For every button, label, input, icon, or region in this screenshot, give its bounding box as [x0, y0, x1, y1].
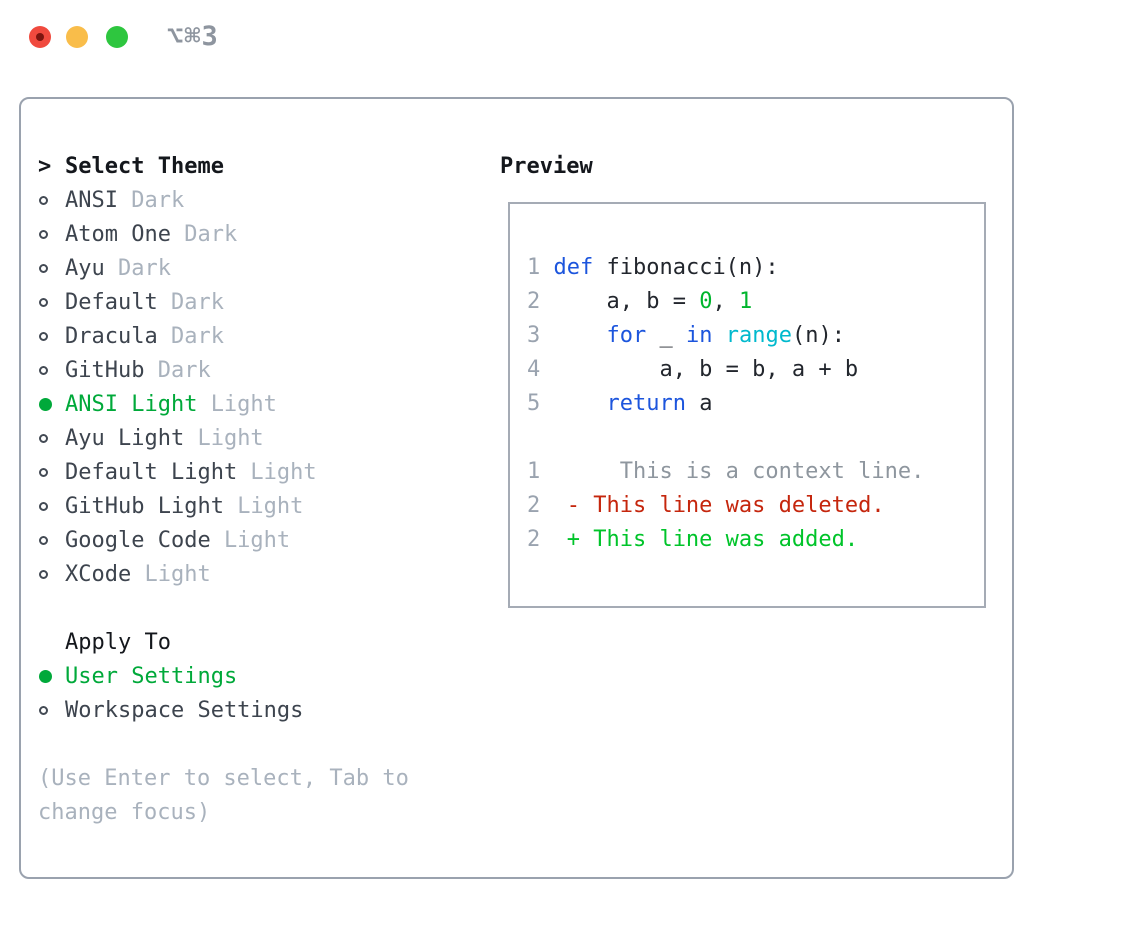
- theme-selector-panel: > Select Theme ANSI Dark Atom One Dark A…: [19, 97, 1014, 879]
- select-theme-header: > Select Theme: [38, 149, 409, 183]
- radio-unselected-icon: [39, 705, 48, 715]
- keyboard-hint-line-2: change focus): [38, 799, 211, 825]
- radio-unselected-icon: [39, 263, 48, 273]
- line-number: 1: [527, 459, 541, 484]
- minimize-button[interactable]: [66, 26, 88, 48]
- radio-unselected-icon: [39, 365, 48, 375]
- radio-selected-icon: [39, 669, 52, 683]
- radio-unselected-icon: [39, 535, 48, 545]
- radio-unselected-icon: [39, 331, 48, 341]
- focus-caret-icon: >: [38, 153, 52, 179]
- window-title: ⌥⌘3: [167, 21, 219, 52]
- theme-option-ayu-dark[interactable]: Ayu Dark: [38, 251, 409, 285]
- title-bar: ⌥⌘3: [0, 0, 1140, 74]
- diff-deleted-line: 2 - This line was deleted.: [527, 493, 885, 518]
- radio-unselected-icon: [39, 433, 48, 443]
- spacer: [38, 727, 409, 761]
- apply-to-header: Apply To: [38, 625, 409, 659]
- diff-added-line: 2 + This line was added.: [527, 527, 859, 552]
- spacer: [527, 421, 984, 455]
- line-number: 2: [527, 289, 541, 314]
- theme-option-google-code-light[interactable]: Google Code Light: [38, 523, 409, 557]
- keyboard-hint-line-1: (Use Enter to select, Tab to: [38, 765, 409, 791]
- code-line: 5 return a: [527, 391, 713, 416]
- theme-option-ayu-light[interactable]: Ayu Light Light: [38, 421, 409, 455]
- theme-option-atom-one-dark[interactable]: Atom One Dark: [38, 217, 409, 251]
- theme-option-dracula-dark[interactable]: Dracula Dark: [38, 319, 409, 353]
- code-line: 4 a, b = b, a + b: [527, 357, 859, 382]
- line-number: 2: [527, 527, 541, 552]
- code-line: 2 a, b = 0, 1: [527, 289, 753, 314]
- theme-option-ansi-dark[interactable]: ANSI Dark: [38, 183, 409, 217]
- apply-option-workspace-settings[interactable]: Workspace Settings: [38, 693, 409, 727]
- close-button[interactable]: [29, 26, 51, 48]
- apply-option-user-settings[interactable]: User Settings: [38, 659, 409, 693]
- diff-context-line: 1 This is a context line.: [527, 459, 925, 484]
- theme-option-ansi-light[interactable]: ANSI Light Light: [38, 387, 409, 421]
- apply-to-label: Apply To: [65, 629, 171, 655]
- theme-option-github-light[interactable]: GitHub Light Light: [38, 489, 409, 523]
- code-line: 3 for _ in range(n):: [527, 323, 845, 348]
- radio-unselected-icon: [39, 467, 48, 477]
- select-theme-label: Select Theme: [65, 153, 224, 179]
- theme-option-xcode-light[interactable]: XCode Light: [38, 557, 409, 591]
- theme-option-default-light[interactable]: Default Light Light: [38, 455, 409, 489]
- spacer: [38, 591, 409, 625]
- line-number: 4: [527, 357, 541, 382]
- theme-list: > Select Theme ANSI Dark Atom One Dark A…: [38, 149, 409, 829]
- radio-unselected-icon: [39, 501, 48, 511]
- theme-option-github-dark[interactable]: GitHub Dark: [38, 353, 409, 387]
- radio-unselected-icon: [39, 229, 48, 239]
- radio-unselected-icon: [39, 297, 48, 307]
- radio-unselected-icon: [39, 195, 48, 205]
- preview-header: Preview: [500, 153, 593, 179]
- line-number: 2: [527, 493, 541, 518]
- line-number: 1: [527, 255, 541, 280]
- radio-unselected-icon: [39, 569, 48, 579]
- line-number: 5: [527, 391, 541, 416]
- line-number: 3: [527, 323, 541, 348]
- radio-selected-icon: [39, 397, 52, 411]
- theme-option-default-dark[interactable]: Default Dark: [38, 285, 409, 319]
- zoom-button[interactable]: [106, 26, 128, 48]
